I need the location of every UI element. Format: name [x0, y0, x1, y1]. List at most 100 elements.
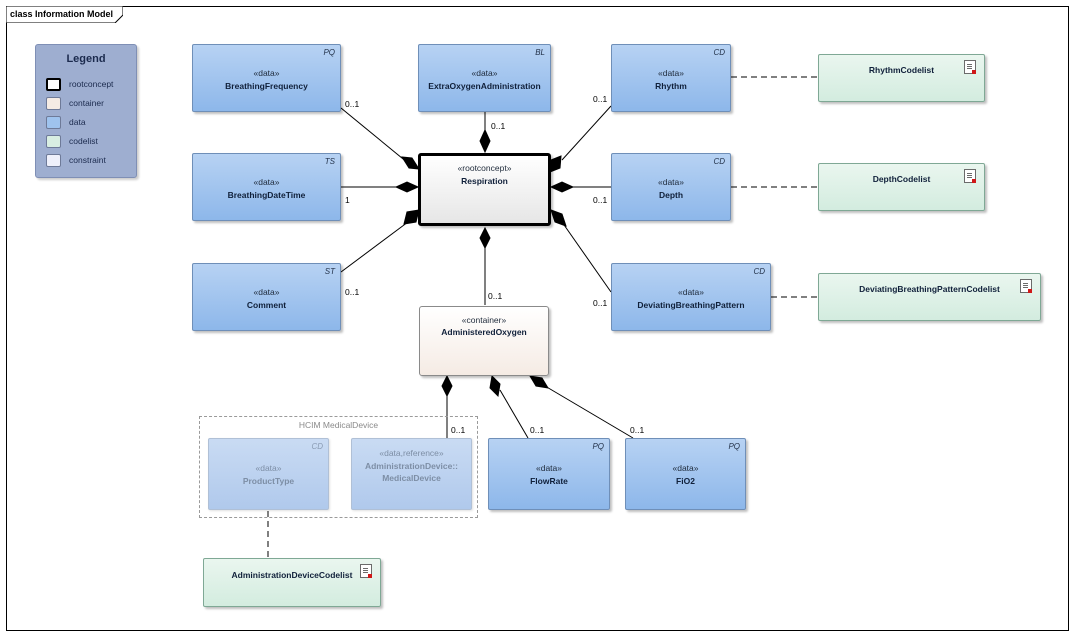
class-fio2[interactable]: PQ «data» FiO2: [625, 438, 746, 510]
class-name: Respiration: [461, 176, 508, 186]
legend-label: constraint: [69, 155, 106, 165]
class-extra-oxygen-administration[interactable]: BL «data» ExtraOxygenAdministration: [418, 44, 551, 112]
class-name: ProductType: [242, 476, 295, 486]
stereotype: «container»: [461, 315, 507, 325]
class-depth[interactable]: CD «data» Depth: [611, 153, 731, 221]
class-name: Comment: [246, 300, 287, 310]
codelist-icon: [1020, 279, 1032, 293]
type-tag: BL: [535, 48, 545, 57]
stereotype: «data,reference»: [379, 448, 444, 458]
package-title: HCIM MedicalDevice: [298, 420, 379, 430]
connector-flow-rate: [499, 389, 529, 439]
diamond-extra-oxygen: [479, 128, 491, 154]
diamond-flow-rate: [489, 374, 501, 398]
legend-swatch-codelist: [46, 135, 61, 148]
class-name: ExtraOxygenAdministration: [428, 81, 541, 91]
multiplicity-rhythm: 0..1: [593, 94, 608, 104]
type-tag: PQ: [592, 442, 604, 451]
class-name: FlowRate: [530, 476, 568, 486]
multiplicity-deviating: 0..1: [593, 298, 608, 308]
type-tag: CD: [753, 267, 765, 276]
class-rhythm[interactable]: CD «data» Rhythm: [611, 44, 731, 112]
multiplicity-breathing-frequency: 0..1: [345, 99, 360, 109]
class-product-type[interactable]: CD «data» ProductType: [208, 438, 329, 510]
codelist-administration-device[interactable]: AdministrationDeviceCodelist: [203, 558, 381, 607]
type-tag: TS: [324, 157, 335, 166]
codelist-name: RhythmCodelist: [868, 65, 935, 75]
legend-swatch-data: [46, 116, 61, 129]
class-name: DeviatingBreathingPattern: [637, 300, 745, 310]
connector-breathing-frequency: [340, 107, 409, 164]
multiplicity-administered-oxygen: 0..1: [488, 291, 503, 301]
class-name: AdministeredOxygen: [441, 327, 527, 337]
class-administered-oxygen[interactable]: «container» AdministeredOxygen: [419, 306, 549, 376]
class-breathing-frequency[interactable]: PQ «data» BreathingFrequency: [192, 44, 341, 112]
class-name: Rhythm: [655, 81, 687, 91]
diamond-comment: [403, 209, 420, 225]
type-tag: CD: [713, 157, 725, 166]
class-deviating-breathing-pattern[interactable]: CD «data» DeviatingBreathingPattern: [611, 263, 771, 331]
multiplicity-extra-oxygen: 0..1: [491, 121, 506, 131]
type-tag: CD: [713, 48, 725, 57]
type-tag: CD: [311, 442, 323, 451]
legend-swatch-container: [46, 97, 61, 110]
frame-title: class Information Model: [10, 9, 114, 19]
legend-label: codelist: [69, 136, 98, 146]
codelist-icon: [360, 564, 372, 578]
stereotype: «data»: [658, 177, 684, 187]
diamond-breathing-datetime: [394, 181, 420, 193]
package-hcim-medicaldevice: HCIM MedicalDevice: [199, 416, 478, 518]
type-tag: PQ: [728, 442, 740, 451]
multiplicity-depth: 0..1: [593, 195, 608, 205]
connector-comment: [340, 221, 409, 273]
class-name: Depth: [658, 190, 684, 200]
multiplicity-breathing-datetime: 1: [345, 195, 350, 205]
class-breathing-datetime[interactable]: TS «data» BreathingDateTime: [192, 153, 341, 221]
diamond-rhythm: [549, 155, 562, 173]
legend-label: data: [69, 117, 86, 127]
diamond-depth: [549, 181, 575, 193]
stereotype: «data»: [253, 68, 280, 78]
stereotype: «data»: [672, 463, 699, 473]
legend-swatch-constraint: [46, 154, 61, 167]
class-name: BreathingDateTime: [227, 190, 306, 200]
diamond-breathing-frequency: [401, 156, 420, 170]
stereotype: «rootconcept»: [457, 163, 512, 173]
diamond-deviating: [550, 209, 567, 227]
diamond-administration-device: [441, 374, 453, 398]
connector-rhythm: [561, 105, 612, 161]
codelist-depth[interactable]: DepthCodelist: [818, 163, 985, 211]
stereotype: «data»: [658, 68, 684, 78]
connector-fio2: [544, 385, 634, 439]
class-name: FiO2: [676, 476, 695, 486]
class-flow-rate[interactable]: PQ «data» FlowRate: [488, 438, 610, 510]
codelist-icon: [964, 60, 976, 74]
multiplicity-comment: 0..1: [345, 287, 360, 297]
legend-label: rootconcept: [69, 79, 114, 89]
frame-tab: [6, 6, 123, 23]
legend-swatch-rootconcept: [46, 78, 61, 91]
stereotype: «data»: [536, 463, 562, 473]
type-tag: ST: [324, 267, 335, 276]
legend: Legend rootconcept container data codeli…: [35, 44, 137, 178]
codelist-icon: [964, 169, 976, 183]
legend-title: Legend: [66, 53, 106, 65]
type-tag: PQ: [323, 48, 335, 57]
class-comment[interactable]: ST «data» Comment: [192, 263, 341, 331]
stereotype: «data»: [255, 463, 282, 473]
multiplicity-fio2: 0..1: [630, 425, 645, 435]
class-name: BreathingFrequency: [225, 81, 308, 91]
stereotype: «data»: [253, 287, 280, 297]
class-administration-device[interactable]: «data,reference» AdministrationDevice:: …: [351, 438, 472, 510]
multiplicity-administration-device: 0..1: [451, 425, 466, 435]
codelist-deviating-breathing-pattern[interactable]: DeviatingBreathingPatternCodelist: [818, 273, 1041, 321]
diamond-fio2: [529, 375, 549, 389]
diagram-frame: [6, 6, 1069, 631]
stereotype: «data»: [471, 68, 498, 78]
stereotype: «data»: [253, 177, 280, 187]
class-name-line1: AdministrationDevice::: [364, 461, 459, 471]
class-respiration[interactable]: «rootconcept» Respiration: [418, 153, 551, 226]
codelist-rhythm[interactable]: RhythmCodelist: [818, 54, 985, 102]
codelist-name: DepthCodelist: [872, 174, 931, 184]
